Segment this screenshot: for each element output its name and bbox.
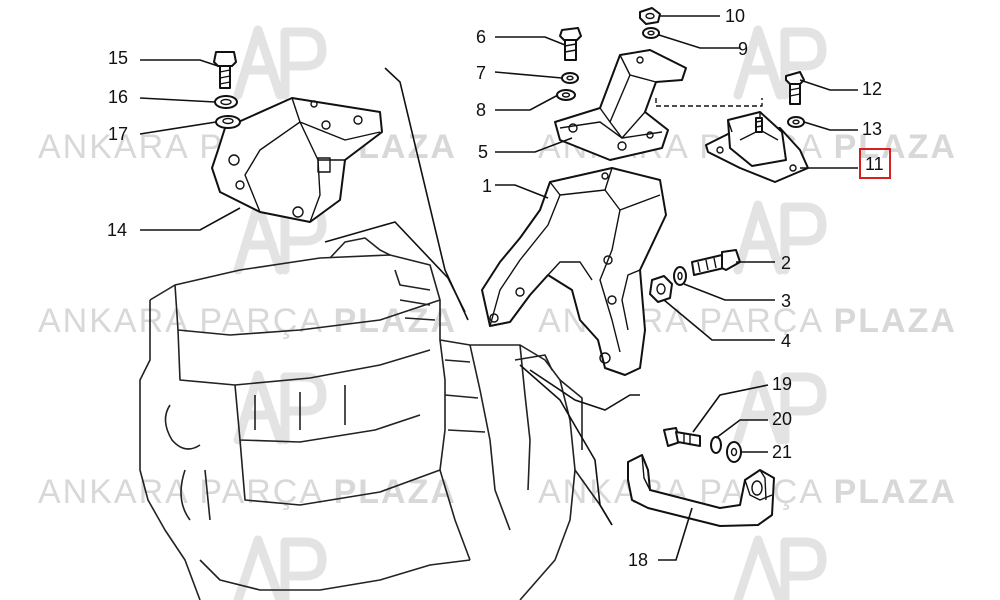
callout-14[interactable]: 14 — [107, 220, 127, 240]
callout-5[interactable]: 5 — [478, 142, 488, 162]
part-13-washer — [787, 116, 805, 128]
callout-16[interactable]: 16 — [108, 87, 128, 107]
part-3-lock-washer — [673, 266, 687, 286]
part-14-mount-bracket — [211, 97, 383, 223]
callout-17[interactable]: 17 — [108, 124, 128, 144]
part-2-bolt — [691, 249, 741, 276]
callout-4[interactable]: 4 — [781, 331, 791, 351]
callout-19[interactable]: 19 — [772, 374, 792, 394]
callout-7[interactable]: 7 — [476, 63, 486, 83]
part-1-engine-mount-bracket — [481, 167, 667, 376]
part-8-washer — [556, 89, 576, 101]
part-20-lock-washer — [710, 436, 722, 454]
part-19-bolt — [663, 427, 701, 447]
watermark-logo — [233, 25, 827, 600]
svg-text:ANKARA PARÇA PLAZA: ANKARA PARÇA PLAZA — [38, 302, 457, 340]
callout-9[interactable]: 9 — [738, 39, 748, 59]
callout-1[interactable]: 1 — [482, 176, 492, 196]
callout-8[interactable]: 8 — [476, 100, 486, 120]
svg-text:ANKARA PARÇA PLAZA: ANKARA PARÇA PLAZA — [38, 473, 457, 511]
part-11-rubber-mount — [705, 111, 809, 183]
part-21-washer — [726, 441, 742, 463]
callout-labels: 1 2 3 4 5 6 7 8 9 10 11 12 13 14 15 16 1… — [107, 6, 891, 570]
part-12-bolt — [785, 71, 805, 105]
callout-20[interactable]: 20 — [772, 409, 792, 429]
callout-18[interactable]: 18 — [628, 550, 648, 570]
callout-15[interactable]: 15 — [108, 48, 128, 68]
part-15-bolt — [213, 51, 237, 89]
callout-10[interactable]: 10 — [725, 6, 745, 26]
callout-11-highlight-box — [859, 148, 891, 179]
assembly-pointer-lines — [324, 67, 640, 526]
part-18-strap-bracket — [627, 454, 775, 527]
callout-6[interactable]: 6 — [476, 27, 486, 47]
part-17-washer — [215, 115, 241, 129]
part-5-support-bracket — [554, 49, 763, 161]
part-7-lock-washer — [561, 72, 579, 84]
callout-12[interactable]: 12 — [862, 79, 882, 99]
callout-11[interactable]: 11 — [865, 154, 884, 174]
callout-3[interactable]: 3 — [781, 291, 791, 311]
callout-2[interactable]: 2 — [781, 253, 791, 273]
part-16-lock-washer — [214, 95, 238, 109]
callout-21[interactable]: 21 — [772, 442, 792, 462]
part-9-washer — [642, 27, 660, 39]
part-6-bolt — [559, 27, 582, 61]
callout-13[interactable]: 13 — [862, 119, 882, 139]
part-10-nut — [639, 7, 661, 25]
part-4-nut — [649, 275, 673, 303]
leader-lines — [139, 15, 858, 561]
engine-gearbox-outline — [139, 237, 613, 600]
